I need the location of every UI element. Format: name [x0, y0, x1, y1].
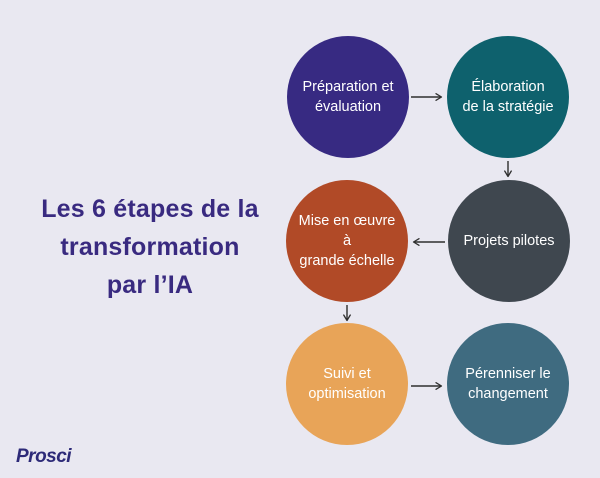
step-circle-suivi-optimisation: Suivi et optimisation [286, 323, 408, 445]
step-label-projets-pilotes: Projets pilotes [463, 233, 555, 249]
step-label-suivi-optimisation: Suivi et optimisation [308, 366, 386, 402]
step-circle-mise-en-oeuvre: Mise en œuvre à grande échelle [286, 180, 408, 302]
step-label-perenniser-changement: Pérenniser le changement [465, 366, 551, 402]
step-label-elaboration-strategie: Élaboration de la stratégie [462, 79, 554, 115]
step-circle-elaboration-strategie: Élaboration de la stratégie [447, 36, 569, 158]
step-label-mise-en-oeuvre: Mise en œuvre à grande échelle [298, 213, 396, 269]
step-label-preparation-evaluation: Préparation et évaluation [302, 79, 394, 115]
step-circle-projets-pilotes: Projets pilotes [448, 180, 570, 302]
page-title: Les 6 étapes de la transformation par l’… [41, 195, 259, 299]
prosci-logo: Prosci [16, 446, 72, 467]
step-circle-perenniser-changement: Pérenniser le changement [447, 323, 569, 445]
step-circle-preparation-evaluation: Préparation et évaluation [287, 36, 409, 158]
